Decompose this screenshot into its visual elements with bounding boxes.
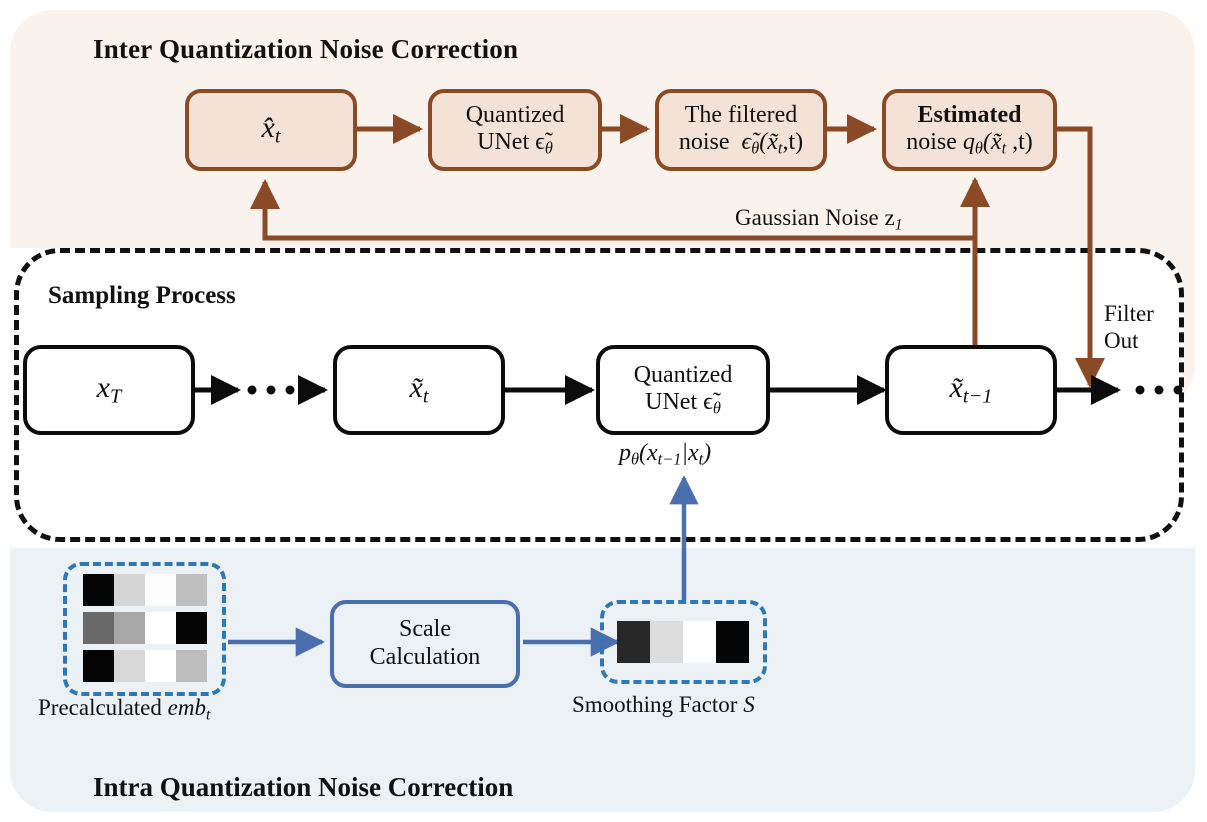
node-quantized-unet-sampling[interactable]: Quantized UNet ϵ̃θ [596, 345, 770, 435]
node-quantized-unet-top-label: Quantized UNet ϵ̃θ [465, 101, 565, 158]
label-precalculated-emb: Precalculated embt [38, 695, 211, 724]
node-x-T-label: xT [96, 370, 122, 408]
emb-grid-dashed-frame [63, 562, 226, 696]
node-filtered-noise[interactable]: The filtered noise ϵ̃θ(x̃t,t) [655, 89, 827, 171]
smoothing-cell [716, 621, 749, 663]
label-smoothing-factor: Smoothing Factor S [572, 692, 755, 717]
emb-grid [83, 574, 207, 688]
node-x-T[interactable]: xT [23, 345, 195, 435]
node-x-tilde-t-label: x̃t [409, 370, 429, 408]
emb-cell [114, 574, 145, 606]
node-scale-calculation[interactable]: Scale Calculation [330, 600, 520, 688]
label-filter-out: Filter Out [1104, 301, 1154, 354]
emb-cell [83, 612, 114, 644]
label-gaussian-noise: Gaussian Noise z1 [735, 205, 903, 234]
emb-cell [176, 650, 207, 682]
smoothing-factor-swatch [617, 621, 749, 663]
emb-grid-row [83, 612, 207, 644]
emb-cell [114, 612, 145, 644]
node-scale-calculation-label: Scale Calculation [369, 616, 481, 670]
label-p-theta: pθ(xt−1|xt) [619, 440, 712, 469]
node-quantized-unet-top[interactable]: Quantized UNet ϵ̃θ [428, 89, 602, 171]
node-x-tilde-t[interactable]: x̃t [333, 345, 505, 435]
emb-cell [83, 650, 114, 682]
section-title-intra: Intra Quantization Noise Correction [93, 772, 514, 802]
intra-section-panel [10, 548, 1195, 812]
section-title-sampling: Sampling Process [48, 282, 236, 309]
node-estimated-noise[interactable]: Estimated noise qθ(x̃t ,t) [882, 89, 1057, 171]
emb-cell [114, 650, 145, 682]
smoothing-cell [683, 621, 716, 663]
node-quantized-unet-sampling-label: Quantized UNet ϵ̃θ [633, 361, 733, 418]
smoothing-factor-dashed-frame [600, 600, 767, 684]
node-x-hat-t[interactable]: x̂t [185, 89, 357, 171]
section-title-inter: Inter Quantization Noise Correction [93, 34, 519, 64]
smoothing-cell [650, 621, 683, 663]
emb-grid-row [83, 650, 207, 682]
node-x-hat-t-label: x̂t [261, 110, 281, 148]
node-x-tilde-t-minus-1[interactable]: x̃t−1 [885, 345, 1057, 435]
emb-cell [83, 574, 114, 606]
emb-grid-row [83, 574, 207, 606]
emb-cell [145, 650, 176, 682]
node-filtered-noise-label: The filtered noise ϵ̃θ(x̃t,t) [678, 101, 804, 158]
smoothing-cell [617, 621, 650, 663]
emb-cell [176, 574, 207, 606]
node-x-tilde-t-minus-1-label: x̃t−1 [949, 370, 993, 408]
emb-cell [176, 612, 207, 644]
node-estimated-noise-label: Estimated noise qθ(x̃t ,t) [906, 101, 1033, 158]
emb-cell [145, 612, 176, 644]
emb-cell [145, 574, 176, 606]
